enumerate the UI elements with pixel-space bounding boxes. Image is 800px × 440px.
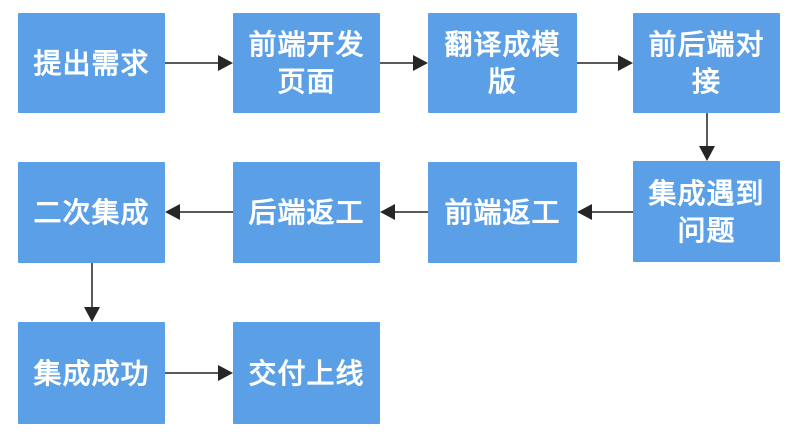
- arrowhead-down-icon: [84, 307, 100, 322]
- flow-node-deliver-go-live: 交付上线: [233, 322, 380, 424]
- node-label: 集成遇到 问题: [648, 177, 765, 246]
- arrow-second-integration-to-success: [83, 263, 101, 322]
- flow-node-frontend-develop-page: 前端开发 页面: [233, 13, 380, 113]
- arrowhead-right-icon: [413, 55, 428, 71]
- connector-line: [179, 210, 233, 214]
- arrow-integration-to-problems: [698, 113, 716, 161]
- arrow-template-to-integration: [577, 54, 633, 72]
- arrow-success-to-deliver: [165, 364, 233, 382]
- arrowhead-right-icon: [218, 55, 233, 71]
- flow-node-propose-requirements: 提出需求: [18, 13, 165, 113]
- arrow-backend-rework-to-second-integration: [165, 203, 233, 221]
- node-label: 交付上线: [248, 357, 365, 389]
- arrow-frontend-rework-to-backend-rework: [380, 203, 428, 221]
- node-label: 二次集成: [33, 197, 150, 228]
- arrow-frontend-dev-to-template: [380, 54, 428, 72]
- connector-line: [705, 113, 709, 147]
- arrow-requirements-to-frontend-dev: [165, 54, 233, 72]
- arrowhead-left-icon: [165, 204, 180, 220]
- connector-line: [165, 371, 219, 375]
- arrowhead-right-icon: [618, 55, 633, 71]
- flow-node-frontend-backend-integration: 前后端对 接: [633, 13, 780, 113]
- node-label: 提出需求: [33, 47, 150, 79]
- arrowhead-down-icon: [699, 146, 715, 161]
- connector-line: [380, 61, 414, 65]
- arrowhead-right-icon: [218, 365, 233, 381]
- node-label: 后端返工: [248, 197, 365, 228]
- arrowhead-left-icon: [577, 204, 592, 220]
- arrowhead-left-icon: [380, 204, 395, 220]
- connector-line: [90, 263, 94, 308]
- connector-line: [394, 210, 428, 214]
- node-label: 集成成功: [33, 357, 150, 389]
- node-label: 前后端对 接: [648, 29, 765, 97]
- arrow-problems-to-frontend-rework: [577, 203, 633, 221]
- node-label: 前端开发 页面: [248, 29, 365, 97]
- flow-node-backend-rework: 后端返工: [233, 162, 380, 263]
- flow-node-frontend-rework: 前端返工: [428, 162, 577, 263]
- node-label: 前端返工: [444, 197, 561, 228]
- connector-line: [591, 210, 633, 214]
- flow-node-second-integration: 二次集成: [18, 162, 165, 263]
- flow-node-integration-success: 集成成功: [18, 322, 165, 424]
- connector-line: [577, 61, 619, 65]
- flow-node-integration-problems: 集成遇到 问题: [633, 161, 780, 262]
- connector-line: [165, 61, 219, 65]
- flow-node-translate-to-template: 翻译成模 版: [428, 13, 577, 113]
- node-label: 翻译成模 版: [444, 29, 561, 97]
